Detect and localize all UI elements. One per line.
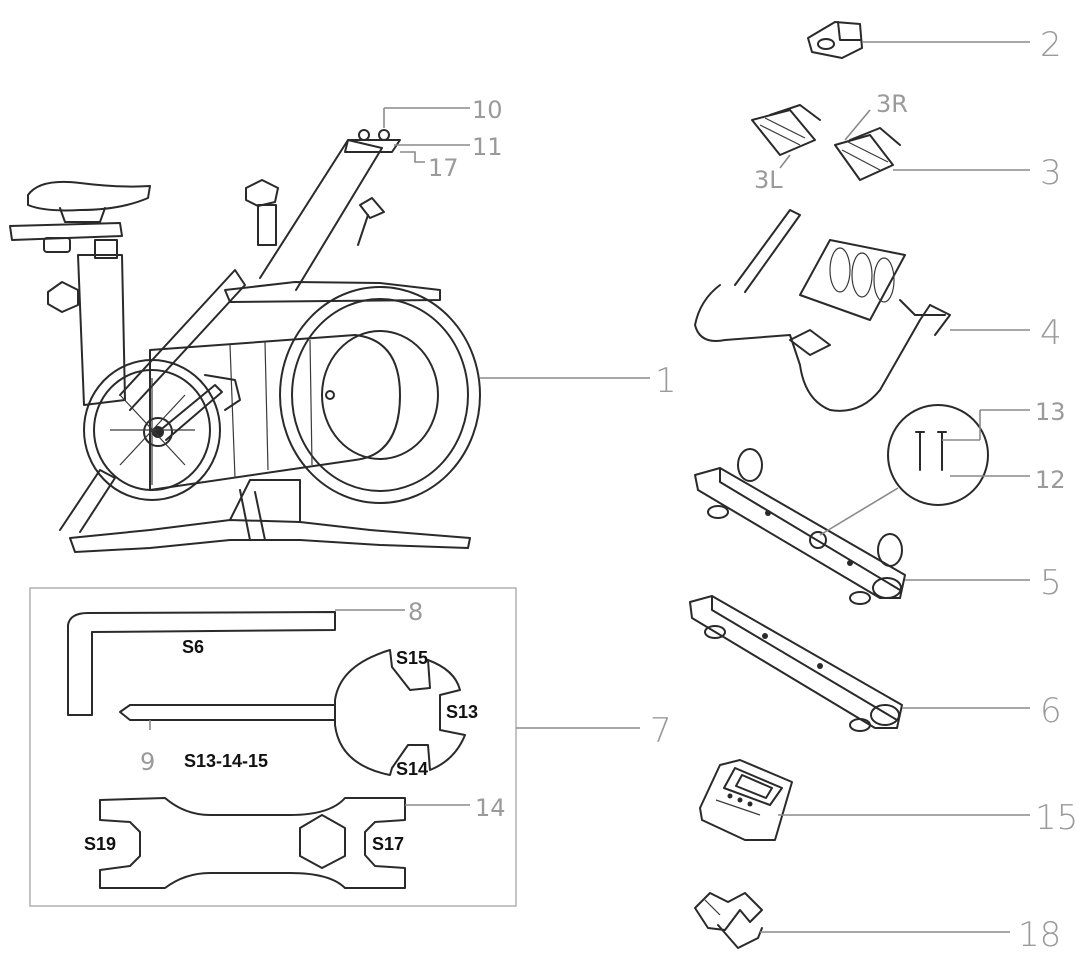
part-15-console: 15 bbox=[699, 759, 1078, 841]
allen-key-s6: 8 S6 bbox=[67, 598, 423, 716]
callout-1: 1 bbox=[655, 361, 677, 401]
part-2-clamp: 2 bbox=[807, 21, 1062, 65]
callout-11: 11 bbox=[472, 133, 503, 161]
callout-17: 17 bbox=[428, 154, 459, 182]
label-s15: S15 bbox=[396, 648, 428, 668]
callout-18: 18 bbox=[1018, 915, 1061, 955]
callout-14: 14 bbox=[475, 794, 506, 822]
callout-6: 6 bbox=[1040, 691, 1062, 731]
main-frame-part bbox=[9, 129, 481, 553]
part-3-pedals: 3R 3L 3 bbox=[751, 90, 1062, 194]
label-s6: S6 bbox=[182, 637, 204, 657]
combo-tool-s13-14-15: 9 S15 S13 S14 S13-14-15 bbox=[119, 648, 478, 779]
part-17-callout: 17 bbox=[400, 151, 459, 182]
callout-12: 12 bbox=[1035, 466, 1066, 494]
label-s19: S19 bbox=[84, 834, 116, 854]
callout-8: 8 bbox=[408, 598, 423, 626]
callout-7: 7 bbox=[650, 711, 672, 751]
part-5-front-stabilizer: 13 12 5 bbox=[694, 398, 1066, 605]
label-s13: S13 bbox=[446, 702, 478, 722]
callout-15: 15 bbox=[1035, 798, 1078, 838]
washer-11-callout: 11 bbox=[394, 133, 503, 161]
tool-kit-box: 7 8 S6 9 S15 S13 S14 S13-14-15 14 S19 S1… bbox=[29, 587, 672, 907]
callout-9: 9 bbox=[140, 748, 155, 776]
callout-10: 10 bbox=[472, 96, 503, 124]
callout-5: 5 bbox=[1040, 563, 1062, 603]
callout-3l: 3L bbox=[754, 166, 783, 194]
main-frame-callout: 1 bbox=[480, 361, 677, 401]
callout-4: 4 bbox=[1040, 313, 1062, 353]
part-4-handlebar: 4 bbox=[694, 209, 1062, 412]
part-6-rear-stabilizer: 6 bbox=[689, 595, 1062, 732]
label-s17: S17 bbox=[372, 834, 404, 854]
label-s14: S14 bbox=[396, 759, 428, 779]
part-18-holder: 18 bbox=[694, 892, 1061, 955]
callout-3: 3 bbox=[1040, 153, 1062, 193]
bolt-10-callout: 10 bbox=[383, 96, 503, 128]
wrench-s19-s17: 14 S19 S17 bbox=[84, 794, 506, 889]
callout-2: 2 bbox=[1040, 25, 1062, 65]
callout-3r: 3R bbox=[876, 90, 908, 118]
label-s13-14-15: S13-14-15 bbox=[184, 751, 268, 771]
callout-13: 13 bbox=[1035, 398, 1066, 426]
